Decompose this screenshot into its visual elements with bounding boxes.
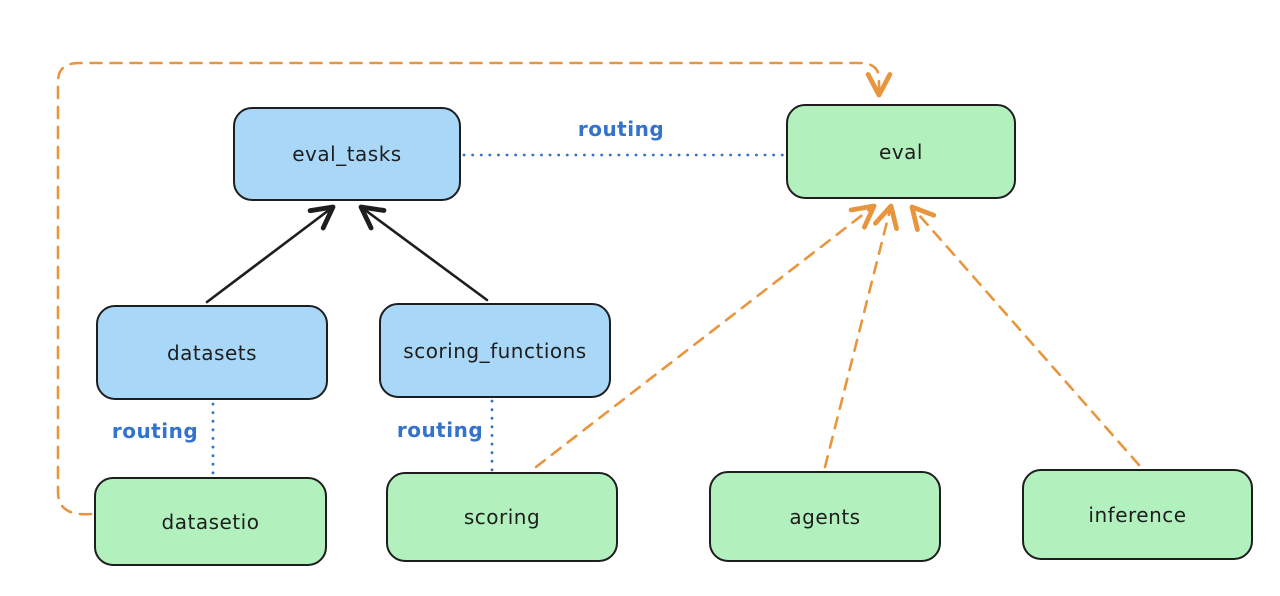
- edge-datasets-to-eval-tasks: [205, 204, 336, 304]
- node-datasetio: datasetio: [94, 477, 327, 566]
- node-inference: inference: [1022, 469, 1253, 560]
- node-scoring: scoring: [386, 472, 618, 562]
- node-eval-tasks: eval_tasks: [233, 107, 461, 201]
- edge-scoring-to-eval: [534, 203, 877, 469]
- node-agents: agents: [709, 471, 941, 562]
- node-datasets: datasets: [96, 305, 328, 400]
- node-eval-tasks-label: eval_tasks: [292, 142, 402, 166]
- node-datasetio-label: datasetio: [161, 509, 260, 534]
- edge-label-routing-eval-tasks-eval: routing: [577, 117, 665, 141]
- node-inference-label: inference: [1088, 502, 1187, 527]
- node-eval: eval: [786, 104, 1016, 199]
- node-eval-label: eval: [879, 139, 923, 164]
- edge-datasetio-to-eval: [56, 61, 893, 516]
- edge-label-routing-scoring-functions-scoring: routing: [396, 418, 484, 442]
- edge-scoring-functions-to-eval-tasks: [358, 204, 489, 302]
- node-datasets-label: datasets: [166, 340, 258, 365]
- edge-label-routing-datasets-datasetio: routing: [111, 419, 199, 443]
- node-agents-label: agents: [789, 504, 861, 529]
- node-scoring-functions: scoring_functions: [379, 303, 611, 398]
- edge-agents-to-eval: [823, 203, 899, 469]
- node-scoring-functions-label: scoring_functions: [403, 338, 587, 363]
- edge-inference-to-eval: [909, 204, 1141, 467]
- node-scoring-label: scoring: [463, 505, 541, 529]
